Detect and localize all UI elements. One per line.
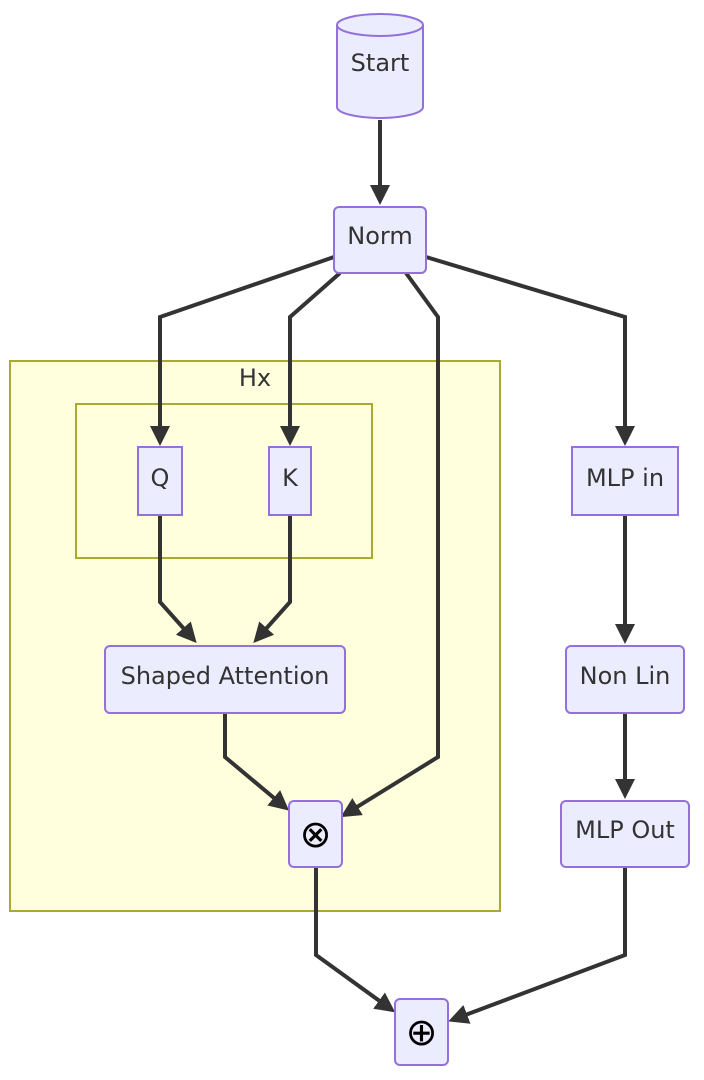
edge-attention-multiply — [223, 714, 290, 811]
node-non-lin-label: Non Lin — [580, 662, 671, 690]
edges — [150, 120, 635, 1024]
node-norm-label: Norm — [347, 222, 412, 250]
node-multiply[interactable]: ⊗ — [288, 800, 343, 868]
node-k-label: K — [282, 464, 299, 492]
node-shaped-attention[interactable]: Shaped Attention — [104, 645, 346, 714]
node-mlp-out-label: MLP Out — [575, 816, 675, 844]
node-norm[interactable]: Norm — [333, 206, 427, 274]
node-add-symbol: ⊕ — [406, 1010, 438, 1054]
node-mlp-out[interactable]: MLP Out — [560, 800, 690, 868]
node-q-label: Q — [151, 464, 170, 492]
node-start-label: Start — [351, 49, 410, 77]
node-k[interactable]: K — [268, 446, 312, 516]
node-mlp-in[interactable]: MLP in — [571, 446, 679, 516]
edge-norm-k — [280, 271, 342, 446]
edge-norm-mlp-in — [425, 255, 635, 446]
node-multiply-symbol: ⊗ — [300, 812, 332, 856]
edge-norm-multiply — [340, 271, 440, 818]
edge-mlp-out-add — [448, 868, 627, 1024]
node-add[interactable]: ⊕ — [394, 998, 449, 1066]
edge-k-attention — [253, 516, 292, 643]
subgraph-hx-label: Hx — [239, 364, 271, 392]
edge-norm-q — [150, 255, 335, 446]
edge-q-attention — [158, 516, 197, 643]
node-shaped-attention-label: Shaped Attention — [121, 662, 330, 690]
node-q[interactable]: Q — [137, 446, 183, 516]
edge-multiply-add — [314, 868, 396, 1013]
node-non-lin[interactable]: Non Lin — [565, 645, 685, 714]
subgraph-qk — [75, 403, 373, 559]
node-start[interactable]: Start — [336, 13, 424, 119]
node-mlp-in-label: MLP in — [586, 464, 664, 492]
